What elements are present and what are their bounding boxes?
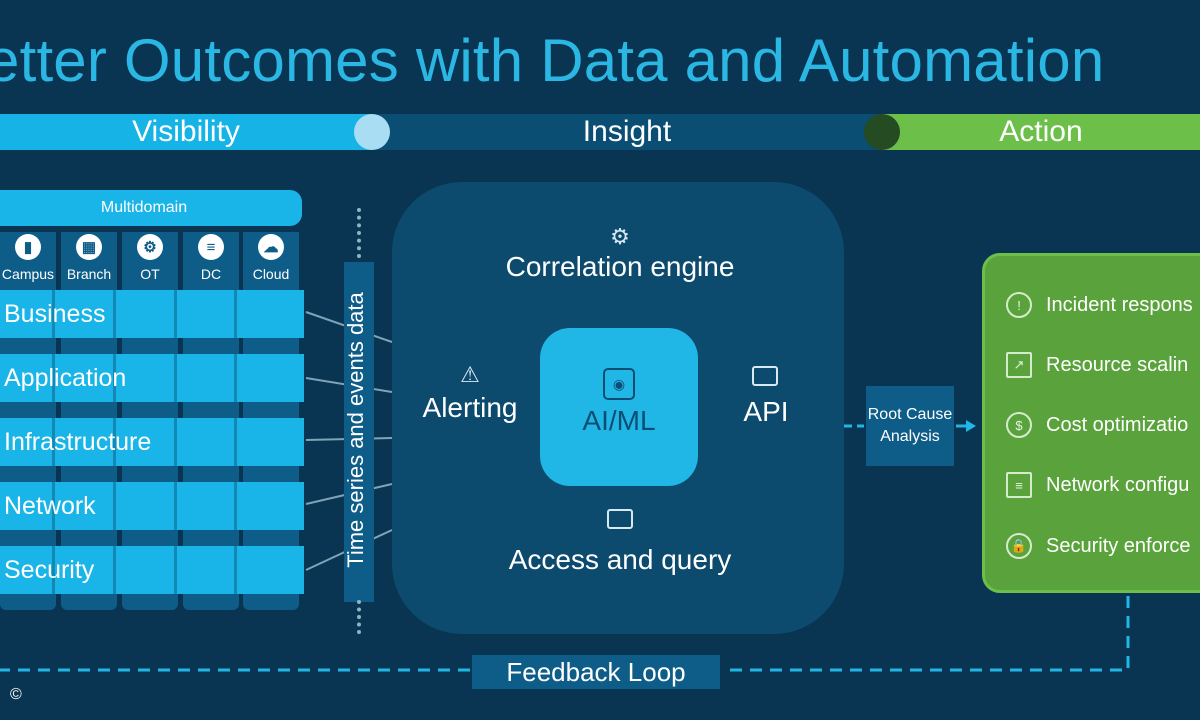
alerting-label: Alerting (422, 392, 518, 423)
campus-icon: ▮ (15, 234, 41, 260)
action-label: Cost optimizatio (1046, 413, 1189, 436)
layer-infrastructure: Infrastructure (0, 418, 304, 466)
domain-label: Campus (1, 266, 55, 282)
time-series-strip (344, 262, 374, 602)
layer-application: Application (0, 354, 304, 402)
domain-branch: ▦ Branch (59, 234, 119, 282)
visibility-marker (354, 114, 390, 150)
warning-icon: ⚠ (460, 362, 480, 387)
time-series-label: Time series and events data (343, 292, 368, 568)
layer-network: Network (0, 482, 304, 530)
phase-visibility: Visibility (0, 114, 372, 150)
dotted-divider (357, 208, 365, 258)
action-label: Security enforce (1046, 534, 1191, 557)
api-label: API (743, 396, 789, 427)
layer-security: Security (0, 546, 304, 594)
layer-business: Business (0, 290, 304, 338)
cloud-icon: ☁ (258, 234, 284, 260)
phase-action: Action (882, 114, 1200, 150)
domain-cloud: ☁ Cloud (241, 234, 301, 282)
multidomain-header: Multidomain (0, 190, 302, 226)
gear-icon: ⚙ (610, 224, 630, 249)
dollar-icon: $ (1006, 412, 1032, 438)
dc-icon: ≡ (198, 234, 224, 260)
action-label: Network configu (1046, 473, 1190, 496)
chart-up-icon: ↗ (1006, 352, 1032, 378)
action-item: 🔒 Security enforce (1006, 533, 1200, 559)
lock-icon: 🔒 (1006, 533, 1032, 559)
dotted-divider (357, 600, 365, 634)
domain-campus: ▮ Campus (0, 234, 58, 282)
action-marker (864, 114, 900, 150)
action-item: $ Cost optimizatio (1006, 412, 1200, 438)
domain-dc: ≡ DC (181, 234, 241, 282)
aiml-box (540, 328, 698, 486)
copyright-mark: © (10, 686, 22, 703)
aiml-label: AI/ML (582, 405, 656, 436)
rca-label: Root Cause Analysis (867, 406, 953, 445)
domain-label: Branch (66, 266, 112, 282)
domain-label: OT (140, 266, 160, 282)
sliders-icon: ≡ (1006, 472, 1032, 498)
branch-icon: ▦ (76, 234, 102, 260)
ot-icon: ⚙ (137, 234, 163, 260)
action-item: ! Incident respons (1006, 292, 1200, 318)
access-and-query: Access and query (508, 544, 732, 575)
domain-label: Cloud (252, 266, 290, 282)
feedback-loop: Feedback Loop (472, 655, 720, 689)
correlation-engine: Correlation engine (505, 251, 735, 282)
api-icon (752, 366, 778, 386)
console-icon (607, 509, 633, 529)
page-title: etter Outcomes with Data and Automation (0, 27, 1105, 94)
warning-icon: ! (1006, 292, 1032, 318)
action-item: ≡ Network configu (1006, 472, 1200, 498)
root-cause-analysis: Root Cause Analysis (866, 386, 954, 466)
action-label: Resource scalin (1046, 353, 1189, 376)
action-label: Incident respons (1046, 293, 1193, 316)
domain-label: DC (200, 266, 222, 282)
phase-insight: Insight (372, 114, 882, 150)
action-item: ↗ Resource scalin (1006, 352, 1200, 378)
chip-icon: ◉ (603, 368, 635, 400)
domain-ot: ⚙ OT (120, 234, 180, 282)
